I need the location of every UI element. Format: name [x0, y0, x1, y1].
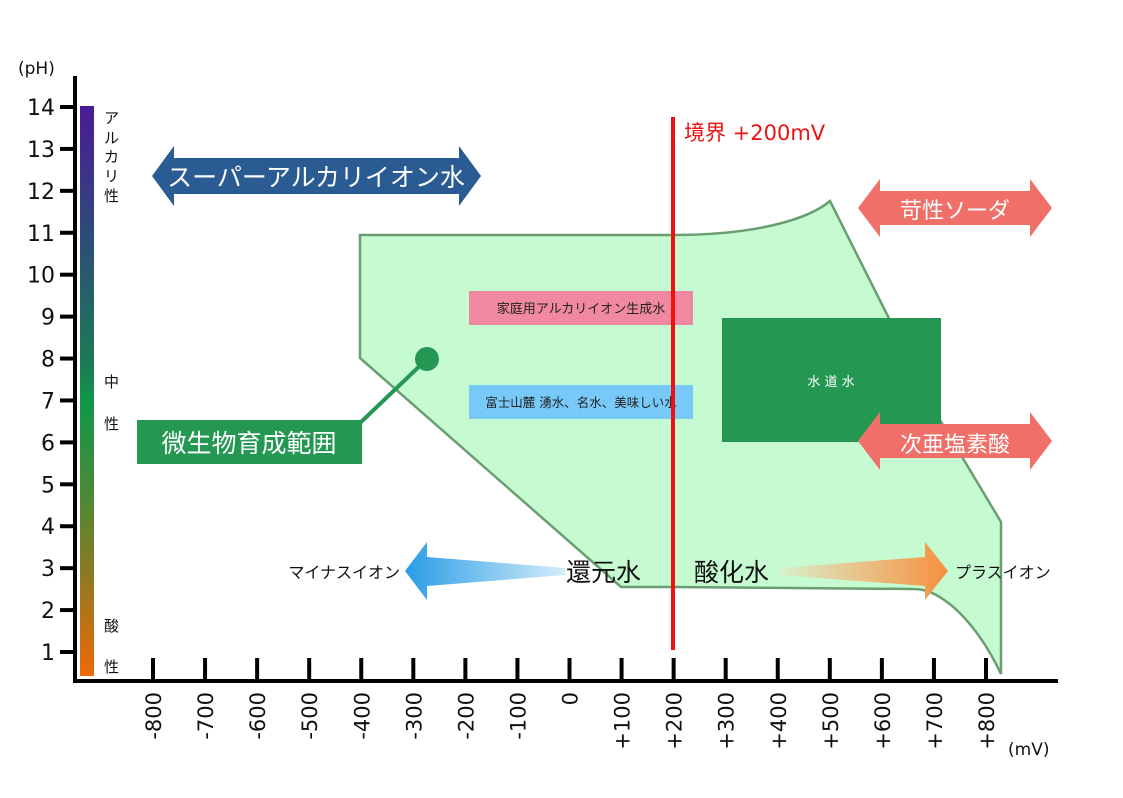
y-tick-label: 13	[27, 138, 55, 163]
x-tick-label: +100	[611, 692, 635, 750]
neutral-label-2: 性	[104, 415, 119, 433]
box-label: 家庭用アルカリイオン生成水	[497, 301, 665, 317]
callout-label: 微生物育成範囲	[161, 429, 336, 458]
arrow-label: スーパーアルカリイオン水	[167, 163, 465, 192]
y-tick-label: 3	[41, 557, 55, 582]
x-tick-label: -400	[350, 692, 374, 740]
x-tick-label: +400	[767, 692, 791, 750]
y-tick-label: 2	[41, 599, 55, 624]
y-tick-label: 12	[27, 180, 55, 205]
x-tick-label: -600	[246, 692, 270, 740]
x-tick-label: +300	[715, 692, 739, 750]
x-tick-label: 0	[559, 692, 583, 705]
y-tick-label: 4	[41, 515, 55, 540]
svg-text:ル: ル	[104, 129, 119, 147]
svg-text:カ: カ	[104, 148, 119, 166]
double-arrow-super-alkaline: スーパーアルカリイオン水	[152, 146, 481, 206]
double-arrow-caustic-soda: 苛性ソーダ	[858, 179, 1052, 237]
oxidized-water-label: 酸化水	[694, 558, 769, 587]
x-tick-label: -100	[506, 692, 530, 740]
arrow-reduced-water: 還元水 マイナスイオン	[288, 542, 641, 600]
microbe-callout: 微生物育成範囲	[137, 347, 439, 464]
y-tick-label: 9	[41, 306, 55, 331]
x-tick-label: -500	[298, 692, 322, 740]
x-ticks: -800 -700 -600 -500 -400 -300 -200 -100 0 +100 +20…	[142, 658, 999, 750]
double-arrow-hypochlorous-acid: 次亜塩素酸	[858, 412, 1052, 470]
y-tick-label: 7	[41, 389, 55, 414]
x-tick-label: +500	[819, 692, 843, 750]
reduced-water-label: 還元水	[566, 558, 641, 587]
boundary-label: 境界 +200mV	[684, 121, 826, 145]
y-axis-unit: (pH)	[18, 59, 55, 79]
y-tick-label: 1	[41, 641, 55, 666]
ph-color-bar	[80, 106, 94, 676]
x-tick-label: -700	[194, 692, 218, 740]
arrow-label: 次亜塩素酸	[900, 433, 1010, 458]
acid-label-2: 性	[104, 658, 119, 676]
svg-text:リ: リ	[104, 167, 119, 185]
y-tick-label: 10	[27, 264, 55, 289]
y-tick-label: 14	[27, 96, 55, 121]
minus-ion-label: マイナスイオン	[288, 563, 400, 582]
y-tick-label: 5	[41, 473, 55, 498]
svg-text:ア: ア	[104, 109, 119, 127]
box-household-alkaline: 家庭用アルカリイオン生成水	[469, 291, 693, 325]
x-axis-unit: (mV)	[1008, 740, 1049, 760]
box-tap-water: 水 道 水	[722, 318, 941, 442]
y-tick-label: 6	[41, 431, 55, 456]
arrow-label: 苛性ソーダ	[900, 199, 1010, 224]
y-tick-label: 8	[41, 348, 55, 373]
acid-label-1: 酸	[104, 617, 119, 635]
svg-text:性: 性	[104, 187, 119, 205]
x-tick-label: -300	[402, 692, 426, 740]
neutral-label-1: 中	[104, 373, 119, 391]
x-tick-label: +600	[871, 692, 895, 750]
ph-scale-labels: ア ル カ リ 性 中 性 酸 性	[104, 109, 119, 676]
box-label: 富士山麓 湧水、名水、美味しい水	[485, 395, 677, 410]
x-tick-label: +800	[975, 692, 999, 750]
x-tick-label: +700	[923, 692, 947, 750]
box-label: 水 道 水	[807, 375, 854, 390]
plus-ion-label: プラスイオン	[955, 563, 1051, 582]
x-tick-label: -200	[454, 692, 478, 740]
arrow-oxidized-water: 酸化水 プラスイオン	[694, 542, 1051, 600]
x-tick-label: -800	[142, 692, 166, 740]
y-tick-label: 11	[27, 222, 55, 247]
box-fuji-spring-water: 富士山麓 湧水、名水、美味しい水	[469, 385, 693, 419]
x-tick-label: +200	[663, 692, 687, 750]
